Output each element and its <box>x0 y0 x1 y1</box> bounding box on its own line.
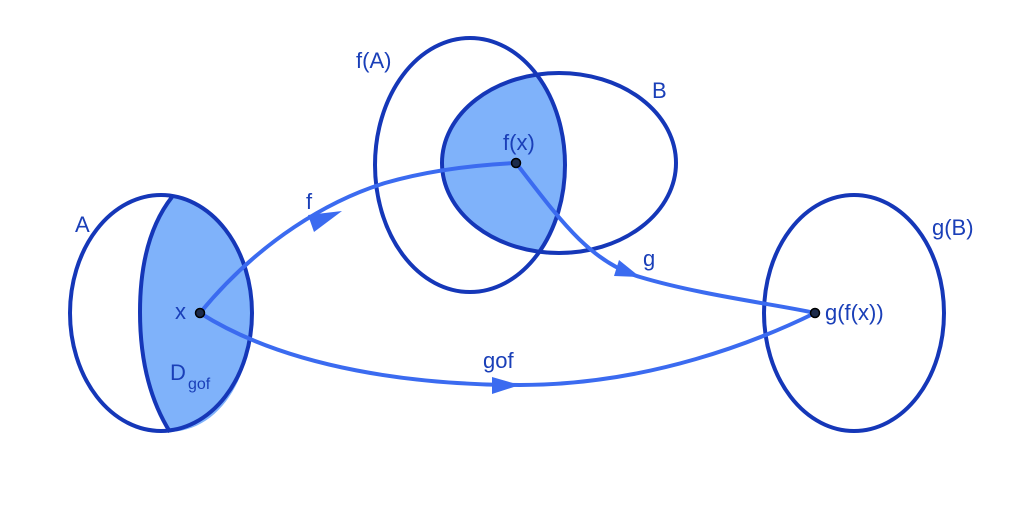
arrow-g-head <box>614 260 640 277</box>
map-gof-label: gof <box>483 348 514 373</box>
point-x <box>194 307 206 319</box>
point-fx-label: f(x) <box>503 130 535 155</box>
set-A-label: A <box>75 212 90 237</box>
set-fA-outline <box>373 36 567 294</box>
point-gfx <box>809 307 821 319</box>
set-A <box>68 193 254 434</box>
map-g-label: g <box>643 246 655 271</box>
set-B-outline <box>440 71 678 255</box>
point-x-label: x <box>175 299 186 324</box>
domain-label-subscript: gof <box>188 376 211 393</box>
domain-label: D <box>170 360 186 385</box>
arrow-gof-head <box>492 377 520 394</box>
point-fx <box>510 157 522 169</box>
set-B-label: B <box>652 78 667 103</box>
set-gB-outline <box>762 193 946 433</box>
arrow-f <box>198 161 517 315</box>
set-A-outline <box>68 193 254 433</box>
map-f-label: f <box>306 189 313 214</box>
arrow-f-head <box>308 211 342 232</box>
domain-boundary-arc <box>137 195 174 434</box>
set-B-intersection <box>442 73 565 253</box>
set-fA-label: f(A) <box>356 48 391 73</box>
intersection-shaded-region <box>442 73 565 253</box>
point-gfx-label: g(f(x)) <box>825 300 884 325</box>
set-gB-label: g(B) <box>932 215 974 240</box>
